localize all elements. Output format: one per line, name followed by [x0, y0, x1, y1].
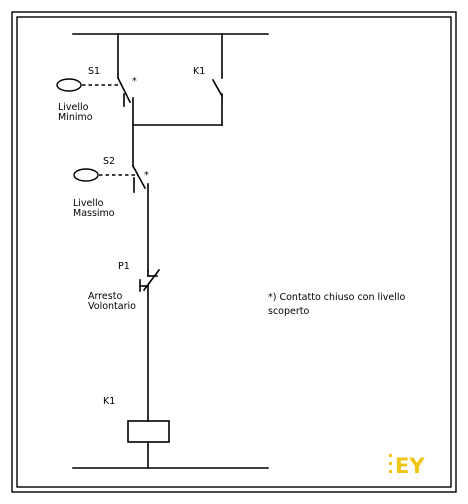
- s2-blade: [131, 164, 147, 190]
- s1-float-icon: [56, 78, 82, 92]
- logo-dot-middle: [389, 462, 392, 465]
- note-line2: scoperto: [268, 306, 309, 317]
- k1-contact-tag: K1: [193, 66, 205, 77]
- logo-dot-top: [389, 454, 392, 457]
- s1-blade: [116, 76, 132, 104]
- s1-caption-line1: Livello: [58, 102, 89, 113]
- note-line1: *) Contatto chiuso con livello: [268, 292, 406, 303]
- ey-logo: EY: [389, 454, 425, 478]
- inner-frame: [16, 16, 452, 488]
- s2-caption-line2: Massimo: [73, 208, 115, 219]
- k1-coil-tag: K1: [103, 396, 115, 407]
- s1-caption-line2: Minimo: [58, 112, 93, 123]
- s2-caption-line1: Livello: [73, 198, 104, 209]
- s2-float-icon: [73, 168, 99, 182]
- p1-tag: P1: [118, 261, 130, 272]
- k1-contact-blade: [211, 78, 224, 98]
- s2-mark: *: [144, 170, 149, 181]
- p1-blade: [142, 268, 161, 292]
- logo-dot-bottom: [389, 470, 392, 473]
- k1-coil: [127, 420, 170, 443]
- p1-caption-line2: Volontario: [88, 301, 136, 312]
- s2-tag: S2: [103, 156, 115, 167]
- s1-tag: S1: [88, 66, 100, 77]
- outer-frame: [11, 11, 457, 493]
- p1-caption-line1: Arresto: [88, 291, 122, 302]
- s1-mark: *: [132, 76, 137, 87]
- logo-text: EY: [395, 454, 425, 478]
